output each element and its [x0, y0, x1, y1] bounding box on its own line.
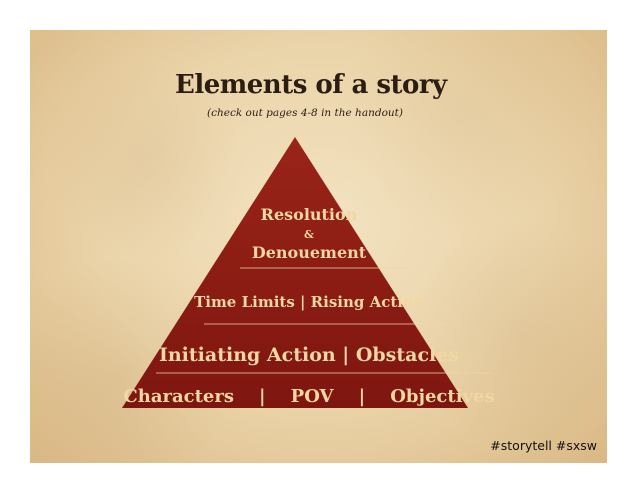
story-pyramid: Resolution & Denouement Time Limits | Ri… — [122, 137, 495, 408]
slide-subtitle: (check out pages 4-8 in the handout) — [207, 107, 403, 119]
tier-initiating-action-label: Initiating Action | Obstacles — [159, 344, 459, 366]
tier-resolution-label: Resolution — [261, 205, 358, 224]
tier-rising-action-label: Time Limits | Rising Action — [194, 293, 424, 311]
pyramid-shape — [122, 137, 468, 408]
slide-title: Elements of a story — [175, 70, 447, 100]
tier-characters-label: Characters | POV | Objectives — [123, 386, 494, 407]
slide: Elements of a story (check out pages 4-8… — [30, 30, 607, 463]
tier-denouement-label: Denouement — [252, 243, 367, 262]
tier-ampersand-label: & — [304, 228, 314, 241]
hashtag-label: #storytell #sxsw — [490, 438, 597, 453]
